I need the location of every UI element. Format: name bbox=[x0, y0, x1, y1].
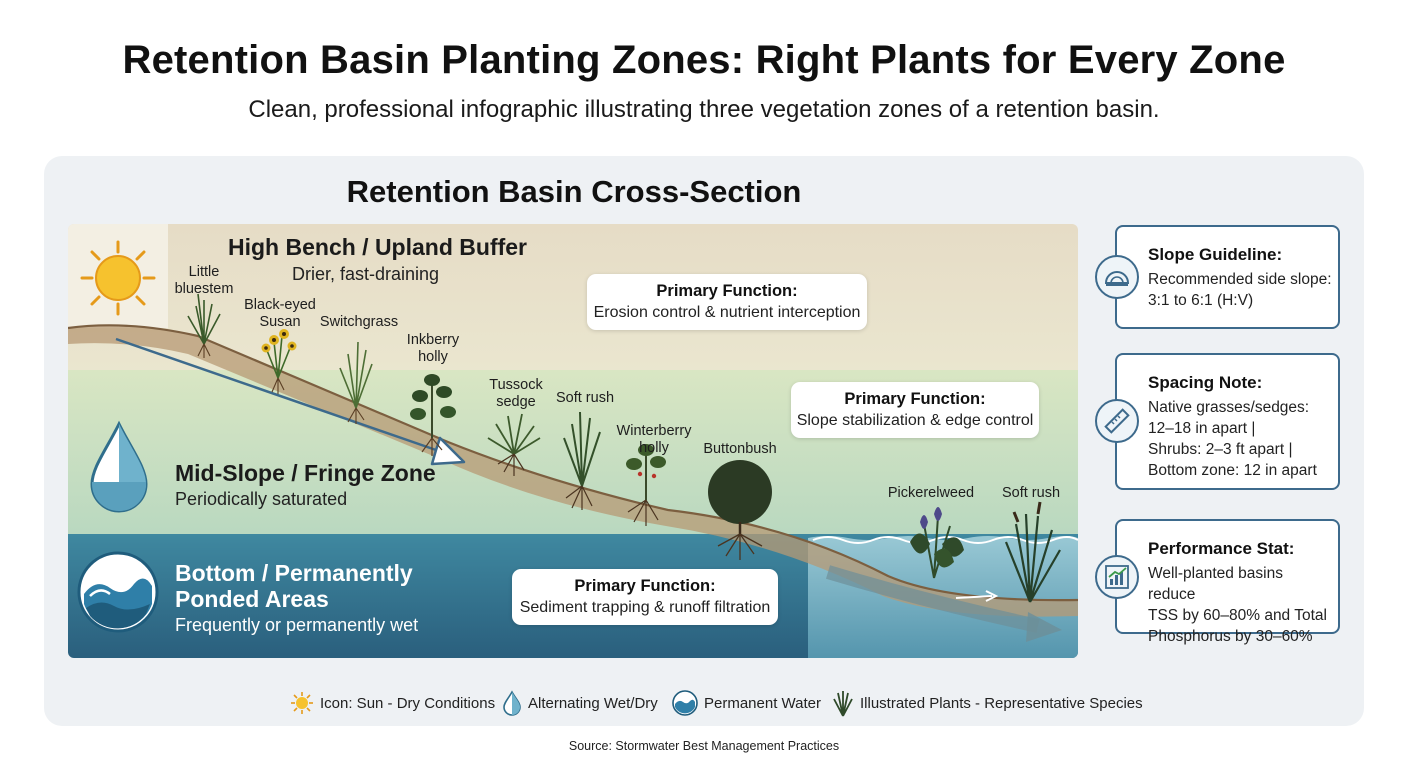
performance-stat-title: Performance Stat: bbox=[1148, 539, 1295, 558]
spacing-note-card: Spacing Note: Native grasses/sedges:12–1… bbox=[1095, 353, 1340, 490]
performance-stat-card: Performance Stat: Well-planted basins re… bbox=[1095, 519, 1340, 645]
page-title: Retention Basin Planting Zones: Right Pl… bbox=[122, 38, 1286, 82]
soil-profile bbox=[68, 325, 1078, 617]
water-drop-icon bbox=[503, 690, 521, 716]
runoff-arrow bbox=[825, 565, 1040, 633]
legend-item-wave: Permanent Water bbox=[672, 688, 821, 718]
plant-soft-rush-mid bbox=[563, 411, 601, 510]
water-drop-icon bbox=[90, 420, 148, 513]
zone-bottom-title-line2: Ponded Areas bbox=[175, 586, 329, 612]
plant-label: Soft rush bbox=[555, 390, 615, 406]
plant-black-eyed-susan bbox=[261, 329, 297, 394]
spacing-note-text: Native grasses/sedges:12–18 in apart |Sh… bbox=[1148, 399, 1317, 479]
diagram-title: Retention Basin Cross-Section bbox=[346, 174, 802, 209]
zone-bottom-title-line1: Bottom / Permanently bbox=[175, 560, 413, 586]
zone-upland-description: Drier, fast-draining bbox=[292, 264, 440, 284]
wave-icon bbox=[672, 690, 698, 716]
plant-soft-rush-pond bbox=[1004, 501, 1061, 603]
function-title: Primary Function: bbox=[656, 282, 798, 300]
function-text: Erosion control & nutrient interception bbox=[593, 304, 861, 321]
function-box-bottom: Primary Function: Sediment trapping & ru… bbox=[512, 569, 778, 625]
basin-cross-section bbox=[68, 224, 1078, 658]
pond-ripple bbox=[812, 536, 1078, 544]
zone-fringe-title: Mid-Slope / Fringe Zone bbox=[175, 460, 436, 486]
upland-band bbox=[68, 224, 1078, 372]
zone-bottom-description: Frequently or permanently wet bbox=[175, 615, 419, 635]
plant-label: Pickerelweed bbox=[887, 485, 975, 501]
slope-arrow bbox=[115, 337, 466, 466]
slope-guideline-title: Slope Guideline: bbox=[1148, 245, 1283, 264]
plant-switchgrass bbox=[339, 341, 373, 424]
source-note: Source: Stormwater Best Management Pract… bbox=[568, 739, 840, 753]
function-box-upland: Primary Function: Erosion control & nutr… bbox=[587, 274, 867, 330]
sun-icon bbox=[80, 240, 156, 316]
plant-pickerelweed bbox=[910, 507, 964, 579]
legend-item-drop: Alternating Wet/Dry bbox=[502, 688, 658, 718]
chart-icon bbox=[1095, 555, 1139, 599]
function-title: Primary Function: bbox=[844, 390, 986, 408]
slope-guideline-text: Recommended side slope:3:1 to 6:1 (H:V) bbox=[1148, 271, 1332, 309]
zone-fringe-description: Periodically saturated bbox=[175, 489, 348, 509]
plant-inkberry-holly bbox=[410, 374, 456, 456]
plant-winterberry-holly bbox=[626, 444, 666, 526]
slope-guideline-card: Slope Guideline: Recommended side slope:… bbox=[1095, 225, 1340, 329]
plant-label: Switchgrass bbox=[319, 314, 399, 330]
function-text: Sediment trapping & runoff filtration bbox=[519, 599, 771, 616]
plant-buttonbush bbox=[708, 460, 772, 560]
protractor-icon bbox=[1095, 255, 1139, 299]
plant-little-bluestem bbox=[187, 293, 221, 358]
spacing-note-title: Spacing Note: bbox=[1148, 373, 1263, 392]
plant-icon bbox=[833, 691, 853, 717]
plant-label: Buttonbush bbox=[703, 441, 777, 457]
function-box-fringe: Primary Function: Slope stabilization & … bbox=[791, 382, 1039, 438]
page-subtitle: Clean, professional infographic illustra… bbox=[248, 96, 1160, 123]
legend-item-plant: Illustrated Plants - Representative Spec… bbox=[832, 688, 1143, 718]
basin-illustration bbox=[68, 224, 1078, 658]
function-title: Primary Function: bbox=[574, 577, 716, 595]
zone-upland-title: High Bench / Upland Buffer bbox=[228, 234, 527, 260]
legend-item-sun: Icon: Sun - Dry Conditions bbox=[290, 688, 495, 718]
function-text: Slope stabilization & edge control bbox=[796, 412, 1034, 429]
wave-icon bbox=[77, 551, 159, 633]
sun-icon bbox=[291, 692, 313, 714]
ruler-icon bbox=[1095, 399, 1139, 443]
plant-label: Soft rush bbox=[1001, 485, 1061, 501]
plant-tussock-sedge bbox=[487, 413, 541, 476]
